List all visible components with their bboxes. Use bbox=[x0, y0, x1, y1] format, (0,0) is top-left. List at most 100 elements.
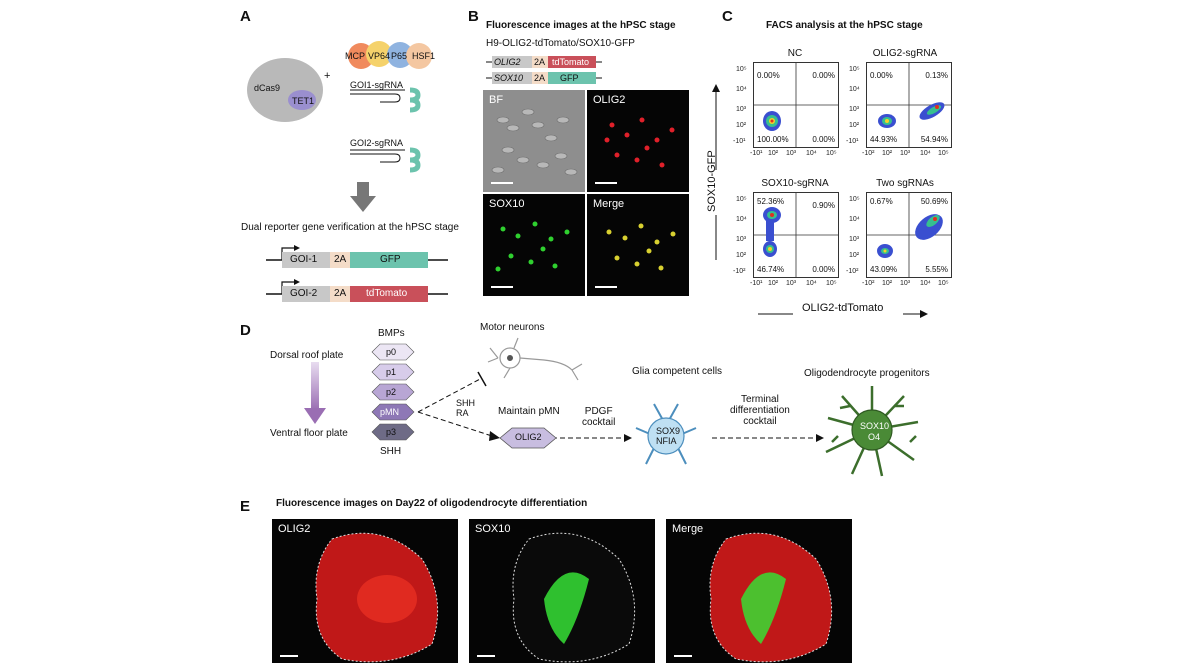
q-ur: 0.00% bbox=[812, 71, 835, 80]
bf-label: BF bbox=[489, 94, 503, 106]
xtick: -10¹ bbox=[750, 150, 762, 157]
sox10-image: SOX10 bbox=[483, 194, 585, 296]
construct2-link: 2A bbox=[534, 73, 545, 83]
maintain-label: Maintain pMN bbox=[498, 406, 560, 417]
sox10-label: SOX10 bbox=[489, 198, 524, 210]
xtick: -10² bbox=[862, 280, 874, 287]
domain-p1: p1 bbox=[386, 367, 396, 377]
xtick: 10² bbox=[882, 150, 892, 157]
xtick: 10⁵ bbox=[826, 280, 837, 287]
motor-neurons-label: Motor neurons bbox=[480, 322, 544, 333]
panel-e-letter: E bbox=[240, 498, 250, 515]
bf-image: BF bbox=[483, 90, 585, 192]
e-merge-image: Merge bbox=[666, 519, 852, 663]
construct1-gene: OLIG2 bbox=[494, 57, 521, 67]
ytick: 10⁴ bbox=[849, 86, 860, 93]
plus-sign: + bbox=[324, 70, 330, 82]
ytick: -10¹ bbox=[733, 138, 745, 145]
ytick: -10¹ bbox=[846, 138, 858, 145]
xtick: -10² bbox=[862, 150, 874, 157]
xtick: 10⁵ bbox=[826, 150, 837, 157]
domain-p0: p0 bbox=[386, 347, 396, 357]
q-ul: 0.67% bbox=[870, 197, 893, 206]
xtick: 10² bbox=[768, 280, 778, 287]
olig2-label: OLIG2 bbox=[593, 94, 625, 106]
e-sox10-image: SOX10 bbox=[469, 519, 655, 663]
reporter1-gene: GOI-1 bbox=[290, 254, 317, 265]
dcas9-label: dCas9 bbox=[254, 83, 280, 93]
ytick: 10³ bbox=[736, 106, 746, 113]
panel-a-letter: A bbox=[240, 8, 251, 25]
scale-bar bbox=[595, 286, 617, 288]
verification-title: Dual reporter gene verification at the h… bbox=[241, 222, 459, 233]
q-ur: 0.90% bbox=[812, 201, 835, 210]
q-ll: 100.00% bbox=[757, 135, 789, 144]
facs-plot-nc: 0.00% 0.00% 100.00% 0.00% bbox=[753, 62, 839, 148]
facs-title-nc: NC bbox=[745, 48, 845, 59]
xtick: 10⁴ bbox=[920, 280, 931, 287]
ytick: 10⁵ bbox=[849, 66, 860, 73]
scale-bar bbox=[491, 286, 513, 288]
cell-line-label: H9-OLIG2-tdTomato/SOX10-GFP bbox=[486, 38, 635, 49]
ytick: 10⁴ bbox=[736, 86, 747, 93]
effector-vp64: VP64 bbox=[368, 51, 390, 61]
scale-bar bbox=[280, 655, 298, 657]
reporter1-link: 2A bbox=[334, 254, 346, 265]
down-arrow-icon bbox=[348, 180, 378, 214]
q-ll: 44.93% bbox=[870, 135, 897, 144]
xtick: 10² bbox=[768, 150, 778, 157]
e-olig2-image: OLIG2 bbox=[272, 519, 458, 663]
q-ur: 50.69% bbox=[921, 197, 948, 206]
ytick: 10⁴ bbox=[736, 216, 747, 223]
facs-plot-sox10: 52.36% 0.90% 46.74% 0.00% bbox=[753, 192, 839, 278]
panel-c-title: FACS analysis at the hPSC stage bbox=[766, 20, 923, 31]
construct1-reporter: tdTomato bbox=[552, 57, 589, 67]
panel-c-letter: C bbox=[722, 8, 733, 25]
opc-label: Oligodendrocyte progenitors bbox=[804, 368, 930, 379]
construct2-reporter: GFP bbox=[560, 73, 579, 83]
sgrna2-loop bbox=[410, 150, 418, 170]
ytick: -10² bbox=[733, 268, 745, 275]
panel-e-title: Fluorescence images on Day22 of oligoden… bbox=[276, 498, 587, 509]
ytick: 10² bbox=[849, 122, 859, 129]
scale-bar bbox=[674, 655, 692, 657]
q-ul: 0.00% bbox=[757, 71, 780, 80]
reporter-constructs bbox=[262, 240, 452, 310]
ytick: 10² bbox=[736, 252, 746, 259]
reporter2-link: 2A bbox=[334, 288, 346, 299]
terminal-label: Terminal differentiation cocktail bbox=[730, 394, 790, 427]
e-merge-label: Merge bbox=[672, 523, 703, 535]
merge-label: Merge bbox=[593, 198, 624, 210]
gradient-arrow bbox=[300, 360, 330, 426]
facs-plot-two: 0.67% 50.69% 43.09% 5.55% bbox=[866, 192, 952, 278]
xtick: 10⁴ bbox=[920, 150, 931, 157]
ytick: 10³ bbox=[849, 106, 859, 113]
ytick: 10² bbox=[849, 252, 859, 259]
q-ll: 46.74% bbox=[757, 265, 784, 274]
scale-bar bbox=[491, 182, 513, 184]
q-lr: 0.00% bbox=[812, 135, 835, 144]
reporter1-reporter: GFP bbox=[380, 254, 401, 265]
construct1-link: 2A bbox=[534, 57, 545, 67]
glia-label: Glia competent cells bbox=[632, 366, 722, 377]
effector-p65: P65 bbox=[391, 51, 407, 61]
pdgf-label: PDGF cocktail bbox=[582, 406, 615, 428]
q-lr: 5.55% bbox=[925, 265, 948, 274]
reporter2-reporter: tdTomato bbox=[366, 288, 407, 299]
ytick: 10⁵ bbox=[736, 66, 747, 73]
nfia-label: NFIA bbox=[656, 436, 677, 446]
xtick: 10³ bbox=[786, 150, 796, 157]
sgrna2-strand bbox=[350, 150, 405, 162]
opc-o4-label: O4 bbox=[868, 432, 880, 442]
ytick: 10⁵ bbox=[849, 196, 860, 203]
ytick: 10⁴ bbox=[849, 216, 860, 223]
signals-label: SHH RA bbox=[456, 398, 475, 418]
xtick: 10⁴ bbox=[806, 150, 817, 157]
scale-bar bbox=[595, 182, 617, 184]
tet1-label: TET1 bbox=[292, 96, 314, 106]
shh-label: SHH bbox=[380, 446, 401, 457]
facs-plot-olig2: 0.00% 0.13% 44.93% 54.94% bbox=[866, 62, 952, 148]
q-lr: 54.94% bbox=[921, 135, 948, 144]
bmps-label: BMPs bbox=[378, 328, 405, 339]
ytick: 10³ bbox=[736, 236, 746, 243]
